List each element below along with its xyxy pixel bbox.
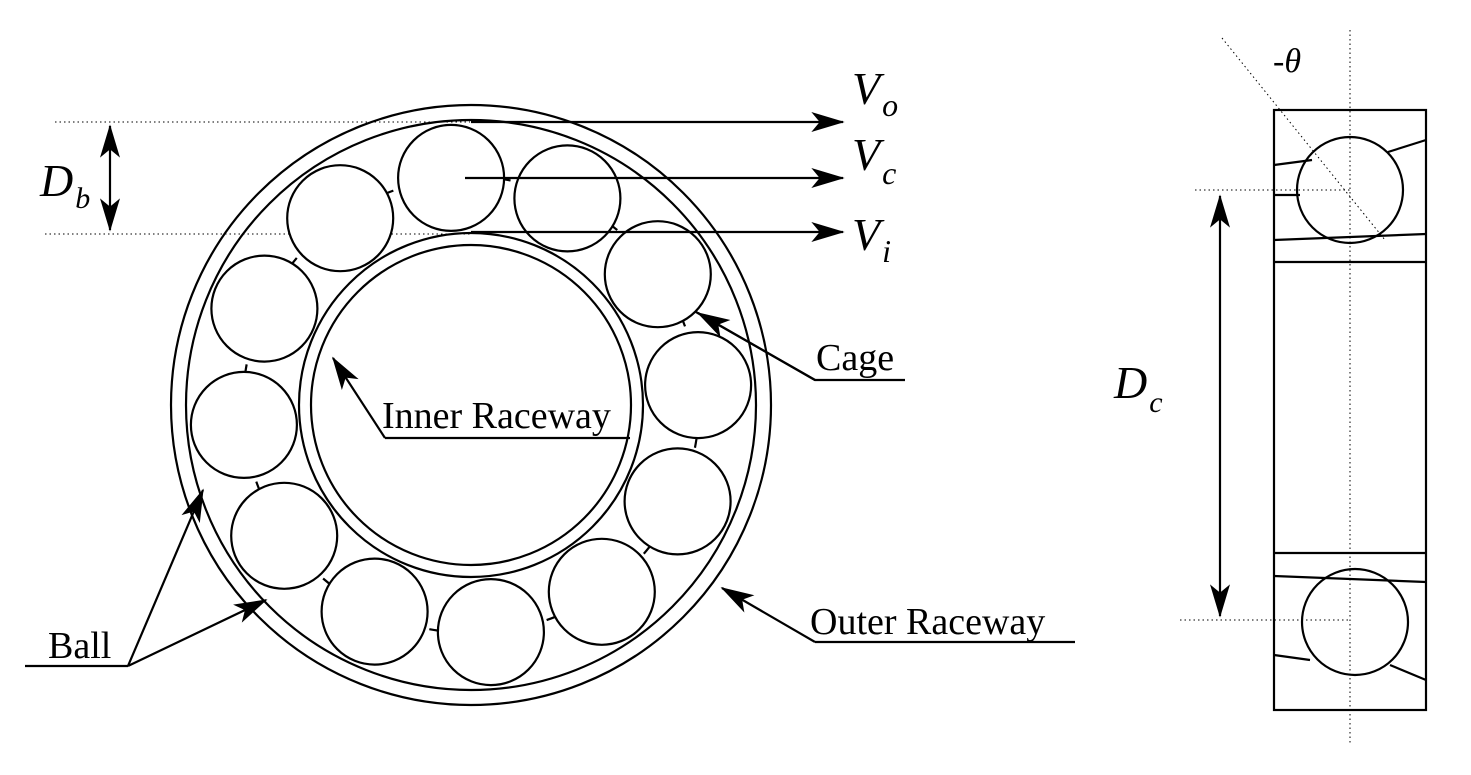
dc-label: Dc [1113,357,1163,419]
ball-7 [436,577,545,687]
cage-label: Cage [816,337,894,379]
theta-label: -θ [1273,43,1301,80]
ball-8 [320,557,429,666]
cage-leader-arrow [696,312,816,381]
ball-9 [230,481,339,590]
outer-raceway-label: Outer Raceway [810,601,1045,643]
inner-raceway-leader-arrow [332,356,386,439]
side-view: Dc -θ [1113,30,1428,745]
top-ball [1295,135,1405,245]
contact-angle-line [1221,37,1386,241]
inner-raceway-inner-ring [309,243,633,567]
ball-5 [623,447,732,556]
bottom-outer-race-right [1389,663,1427,682]
ball-11 [210,254,319,363]
balls-group [189,123,753,687]
ball-6 [547,537,656,646]
outer-raceway-leader-arrow [720,587,816,643]
top-inner-race-top [1273,232,1427,242]
outer-raceway-outer-ring [169,103,773,707]
inner-raceway-label: Inner Raceway [382,395,611,437]
vo-label: Vo [852,63,898,123]
ball-4 [643,331,753,440]
front-view: Vo Vc Vi Db Cage Inner Raceway Outer Rac… [25,63,1075,707]
vc-label: Vc [852,129,896,191]
ball-leader-arrow-1 [126,488,205,667]
top-outer-race-right [1387,138,1427,154]
ball-leader-arrow-2 [127,599,268,667]
bottom-ball [1300,567,1410,677]
db-label: Db [39,155,90,215]
ball-2 [513,144,622,253]
vi-label: Vi [852,209,891,269]
ball-10 [189,370,298,479]
outer-raceway-inner-ring [184,118,758,692]
ball-3 [603,220,712,329]
bottom-inner-race-bottom [1273,574,1427,584]
ball-12 [286,164,395,273]
ball-label: Ball [48,625,111,667]
bottom-outer-race-left [1273,653,1311,662]
